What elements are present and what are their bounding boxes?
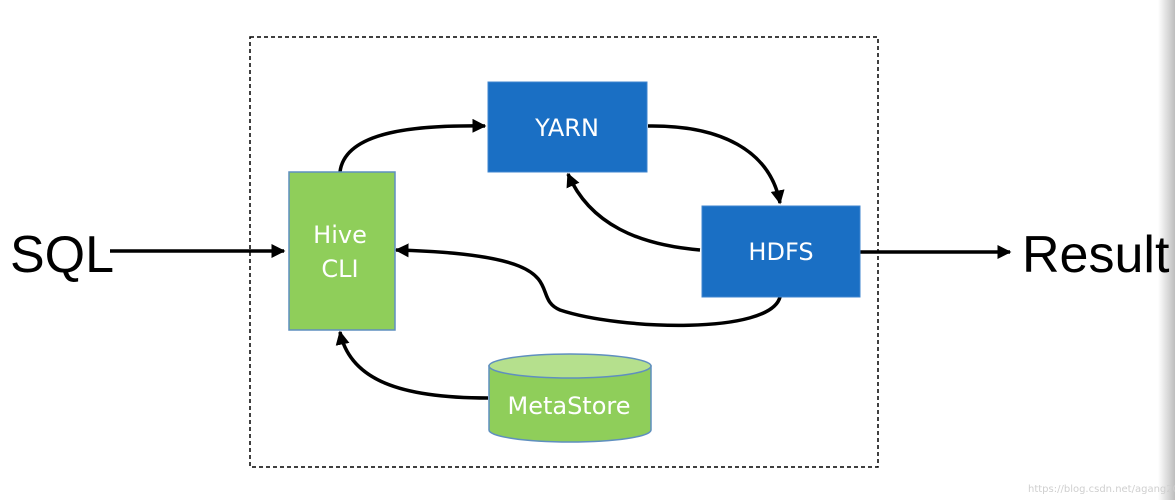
edge-hdfs-to-hive — [394, 243, 782, 328]
node-yarn: YARN — [487, 81, 648, 173]
edge-yarn-to-hdfs — [647, 124, 785, 205]
window-edge-bar — [1158, 0, 1175, 500]
node-metastore: MetaStore — [488, 353, 652, 443]
node-hive-cli: Hive CLI — [288, 171, 396, 331]
node-hdfs-label: HDFS — [748, 238, 813, 266]
node-hive-cli-line1: Hive — [313, 221, 367, 249]
node-yarn-label: YARN — [534, 114, 599, 142]
result-output-label: Result — [1022, 226, 1170, 284]
edge-hive-to-yarn — [338, 118, 487, 173]
edge-hdfs-to-yarn — [566, 172, 701, 252]
node-hdfs: HDFS — [701, 205, 861, 298]
sql-input-label: SQL — [10, 226, 114, 284]
watermark: https://blog.csdn.net/agang200 — [1028, 484, 1175, 495]
node-metastore-label: MetaStore — [507, 392, 630, 420]
edge-metastore-to-hive — [335, 330, 489, 400]
node-hive-cli-line2: CLI — [321, 255, 358, 283]
